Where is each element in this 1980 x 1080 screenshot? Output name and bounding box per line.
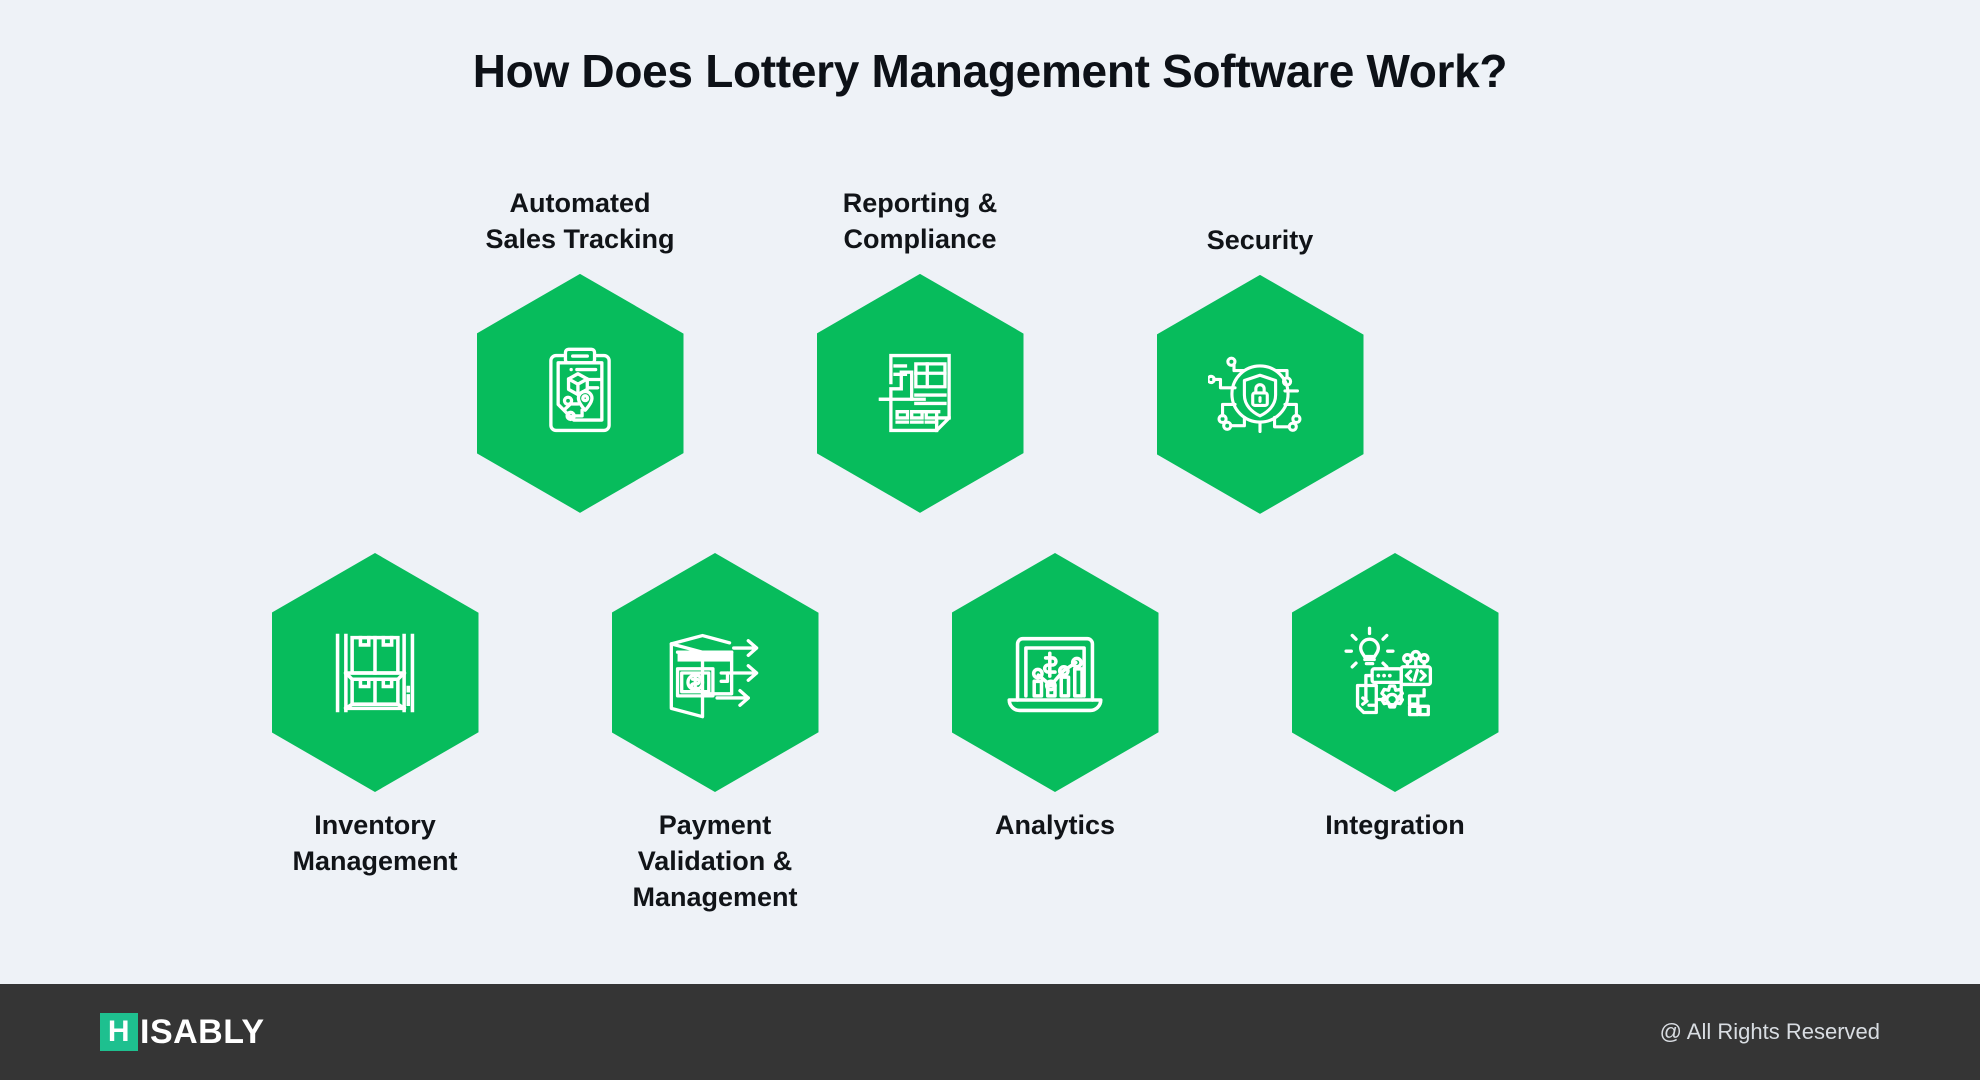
hexagon-inventory-management[interactable] bbox=[271, 553, 479, 792]
hexagon-analytics[interactable] bbox=[951, 553, 1159, 792]
warehouse-shelf-boxes-icon bbox=[323, 621, 427, 725]
node-security[interactable]: Security bbox=[1110, 223, 1410, 514]
node-payment-validation-management[interactable]: Payment Validation & Management bbox=[565, 553, 865, 916]
hexagon-integration[interactable] bbox=[1291, 553, 1499, 792]
hexagon-shape bbox=[816, 273, 1024, 513]
hexagon-security[interactable] bbox=[1156, 274, 1364, 514]
laptop-analytics-chart-icon bbox=[1003, 621, 1107, 725]
logo-wordmark: ISABLY bbox=[140, 1012, 265, 1051]
brand-logo[interactable]: H ISABLY bbox=[100, 1013, 265, 1052]
node-label-integration: Integration bbox=[1325, 810, 1465, 840]
node-integration[interactable]: Integration bbox=[1245, 553, 1545, 844]
hexagon-reporting-compliance[interactable] bbox=[816, 273, 1024, 513]
node-label-automated-sales-tracking: Automated Sales Tracking bbox=[485, 188, 675, 254]
logo-badge-h: H bbox=[100, 1013, 138, 1051]
node-label-payment-validation-management: Payment Validation & Management bbox=[632, 810, 798, 912]
code-integration-gear-icon bbox=[1343, 621, 1447, 725]
hexagon-payment-validation-management[interactable] bbox=[611, 553, 819, 792]
node-reporting-compliance[interactable]: Reporting & Compliance bbox=[770, 186, 1070, 513]
footer-bar: H ISABLY @ All Rights Reserved bbox=[0, 984, 1980, 1080]
report-document-chart-icon bbox=[868, 341, 972, 445]
node-label-security: Security bbox=[1206, 225, 1314, 255]
node-label-inventory-management: Inventory Management bbox=[292, 810, 458, 876]
node-inventory-management[interactable]: Inventory Management bbox=[225, 553, 525, 880]
node-automated-sales-tracking[interactable]: Automated Sales Tracking bbox=[430, 186, 730, 513]
hexagon-automated-sales-tracking[interactable] bbox=[476, 273, 684, 513]
node-label-reporting-compliance: Reporting & Compliance bbox=[842, 188, 998, 254]
wallet-cash-transfer-icon bbox=[663, 621, 767, 725]
node-label-analytics: Analytics bbox=[994, 810, 1116, 840]
shield-lock-network-icon bbox=[1208, 342, 1312, 446]
page-title: How Does Lottery Management Software Wor… bbox=[472, 45, 1508, 97]
copyright-text: @ All Rights Reserved bbox=[1659, 1019, 1880, 1044]
node-analytics[interactable]: Analytics bbox=[905, 553, 1205, 844]
clipboard-package-tracking-icon bbox=[528, 341, 632, 445]
